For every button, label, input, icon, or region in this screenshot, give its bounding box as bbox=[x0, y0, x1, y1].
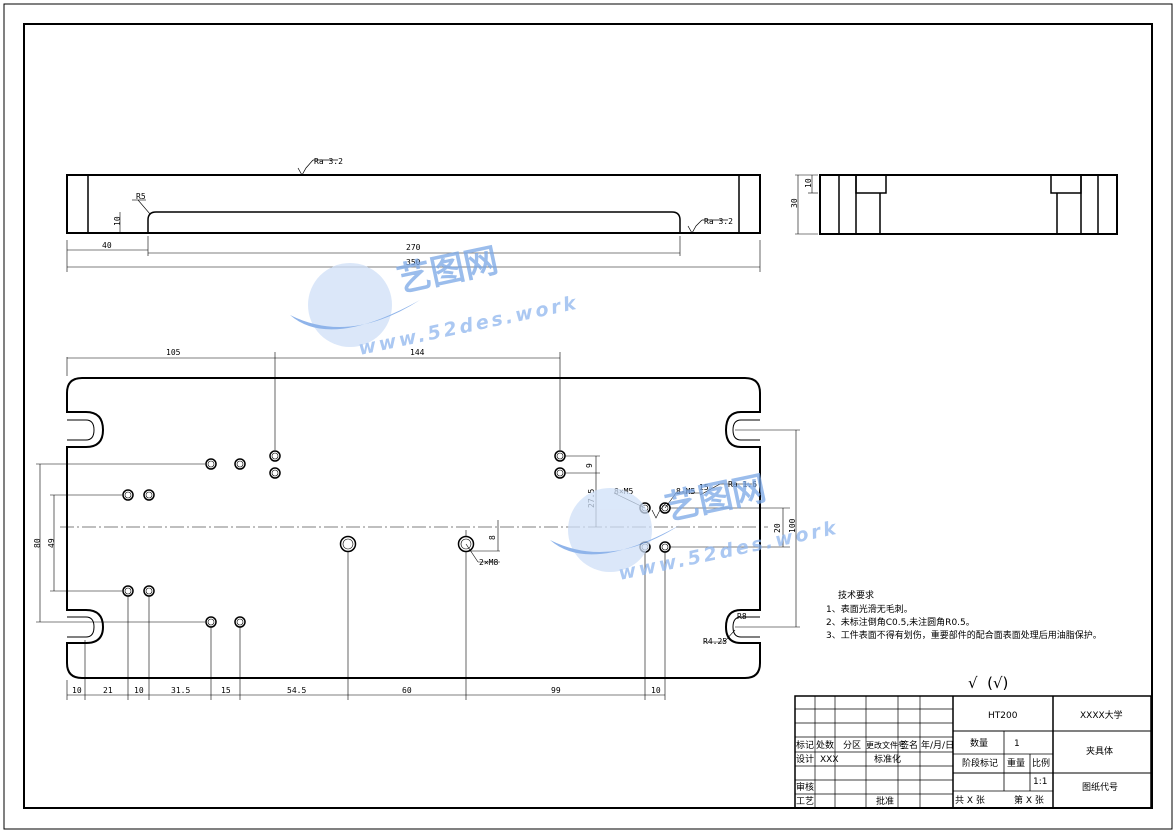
watermark-brand: 艺图网 bbox=[662, 468, 770, 528]
top-dim-100: 100 bbox=[788, 518, 797, 533]
top-radius-r425: R4.25 bbox=[703, 637, 727, 646]
tb-school: XXXX大学 bbox=[1080, 709, 1123, 721]
tb-qty-value: 1 bbox=[1014, 739, 1020, 749]
side-view bbox=[795, 174, 1118, 235]
top-dim-80: 80 bbox=[33, 538, 42, 548]
watermark-2: 艺图网 www.52des.work bbox=[550, 468, 841, 585]
bottom-dim: 60 bbox=[402, 686, 412, 695]
top-dim-144: 144 bbox=[410, 348, 425, 357]
tb-zone: 分区 bbox=[843, 740, 861, 751]
tb-change-doc: 更改文件号 bbox=[866, 740, 906, 750]
roughness-symbol: √ (√) bbox=[968, 674, 1008, 692]
bottom-dim: 31.5 bbox=[171, 686, 190, 695]
tb-weight-label: 重量 bbox=[1007, 757, 1025, 769]
front-dim-270: 270 bbox=[406, 243, 421, 252]
top-dim-105: 105 bbox=[166, 348, 181, 357]
top-dim-9: 9 bbox=[585, 463, 594, 468]
tb-part-name: 夹具体 bbox=[1086, 745, 1113, 757]
tb-total-sheets: 共 X 张 bbox=[955, 795, 985, 806]
front-radius-label: R5 bbox=[136, 192, 146, 201]
top-view bbox=[36, 352, 800, 700]
tb-designer: XXX bbox=[820, 755, 839, 765]
tech-note-item: 2、未标注倒角C0.5,未注圆角R0.5。 bbox=[826, 616, 975, 628]
side-dim-10: 10 bbox=[804, 178, 813, 188]
top-radius-r8: R8 bbox=[737, 612, 747, 621]
title-block bbox=[794, 695, 1152, 809]
tb-material: HT200 bbox=[988, 711, 1018, 721]
bottom-dim: 10 bbox=[134, 686, 144, 695]
tb-approve: 批准 bbox=[876, 795, 894, 807]
watermark-globe-icon bbox=[550, 488, 680, 572]
outer-border bbox=[3, 3, 1173, 830]
tb-scale-value: 1:1 bbox=[1033, 777, 1047, 787]
top-view-outline bbox=[66, 377, 761, 679]
top-dim-8: 8 bbox=[488, 535, 497, 540]
tb-process: 工艺 bbox=[796, 796, 814, 807]
side-view-outline bbox=[819, 174, 1118, 235]
tb-date: 年/月/日 bbox=[921, 739, 954, 751]
title-block-text: HT200 XXXX大学 夹具体 图纸代号 数量 1 阶段标记 重量 比例 1:… bbox=[796, 709, 1123, 807]
tb-design: 设计 bbox=[796, 753, 814, 765]
bottom-dim: 54.5 bbox=[287, 686, 306, 695]
tech-notes-title: 技术要求 bbox=[838, 589, 874, 601]
bottom-dim: 99 bbox=[551, 686, 561, 695]
tb-standardize: 标准化 bbox=[874, 753, 901, 765]
bottom-dim: 10 bbox=[651, 686, 661, 695]
front-view-outline bbox=[66, 174, 761, 234]
bottom-dim: 21 bbox=[103, 686, 113, 695]
bottom-dim: 10 bbox=[72, 686, 82, 695]
tech-note-item: 1、表面光滑无毛刺。 bbox=[826, 603, 913, 615]
top-thread-m5-2: 8-M5 bbox=[676, 487, 695, 496]
front-ra-top-label: Ra 3.2 bbox=[314, 157, 343, 166]
tb-scale-label: 比例 bbox=[1032, 757, 1050, 769]
front-view bbox=[66, 159, 761, 272]
tech-note-item: 3、工件表面不得有划伤，重要部件的配合面表面处理后用油脂保护。 bbox=[826, 629, 1102, 641]
top-ra-16: Ra 1.6 bbox=[728, 480, 757, 489]
watermark-1: 艺图网 www.52des.work bbox=[290, 240, 581, 360]
front-dim-350: 350 bbox=[406, 258, 421, 267]
front-view-slot bbox=[147, 211, 681, 233]
side-dim-30: 30 bbox=[790, 198, 799, 208]
tb-drawing-no: 图纸代号 bbox=[1082, 781, 1118, 793]
tb-count: 处数 bbox=[816, 739, 834, 751]
tb-sign: 签名 bbox=[900, 739, 918, 751]
inner-border bbox=[23, 23, 1153, 809]
tb-stage-label: 阶段标记 bbox=[962, 757, 998, 769]
tb-qty-label: 数量 bbox=[970, 737, 988, 749]
top-dim-49: 49 bbox=[47, 538, 56, 548]
top-dim-20: 20 bbox=[773, 523, 782, 533]
tb-mark: 标记 bbox=[796, 739, 814, 751]
front-ra-right-label: Ra 3.2 bbox=[704, 217, 733, 226]
tb-sheet-no: 第 X 张 bbox=[1014, 794, 1044, 806]
tb-review: 审核 bbox=[796, 781, 814, 793]
watermark-globe-icon bbox=[290, 263, 420, 347]
top-thread-m8: 2×M8 bbox=[479, 558, 498, 567]
tech-notes: 技术要求 1、表面光滑无毛刺。 2、未标注倒角C0.5,未注圆角R0.5。 3、… bbox=[826, 589, 1102, 641]
top-depth-15: 15 bbox=[699, 483, 709, 492]
bottom-dims: 10 21 10 31.5 15 54.5 60 99 10 bbox=[72, 686, 661, 695]
front-slot-depth-label: 10 bbox=[113, 216, 122, 226]
bottom-dim: 15 bbox=[221, 686, 231, 695]
front-dim-40: 40 bbox=[102, 241, 112, 250]
